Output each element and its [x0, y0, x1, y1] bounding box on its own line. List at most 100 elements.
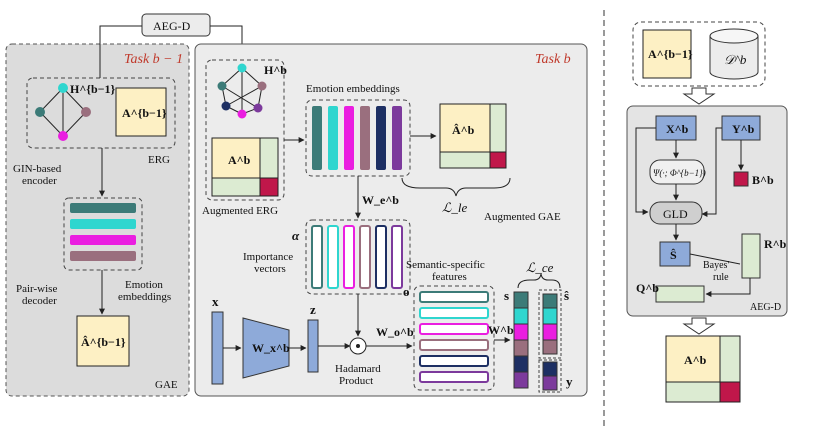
aug-a-corner: [259, 177, 279, 197]
importance-label-2: vectors: [254, 263, 286, 275]
alpha-label: α: [292, 228, 300, 243]
le-brace: [401, 177, 511, 197]
left-a-matrix: [115, 87, 167, 137]
yb-to-gld: [701, 127, 722, 217]
shat-right-label: Ŝ: [670, 248, 677, 262]
left-a-label: A^{b−1}: [122, 106, 167, 120]
z-label: z: [310, 302, 316, 317]
imp-col: [343, 225, 355, 289]
node: [58, 83, 68, 93]
shat-box: [538, 289, 562, 359]
bb-label: B^b: [752, 173, 774, 187]
aug-erg-graph: [217, 63, 267, 119]
y-cell: [542, 361, 558, 377]
s-cell: [513, 355, 529, 373]
hadamard-dot: [356, 344, 360, 348]
o-label: o: [403, 284, 410, 299]
node: [221, 101, 231, 111]
emb-label-2: embeddings: [118, 291, 171, 303]
qb-box: [655, 285, 705, 303]
shat-cell: [542, 339, 558, 355]
encoder-label-1: GIN-based: [13, 163, 62, 175]
s-cell: [513, 291, 529, 309]
right-input-box: [632, 21, 766, 87]
gld-label: GLD: [663, 207, 688, 221]
left-ahat-matrix: [76, 315, 130, 367]
aug-a-core: [211, 137, 261, 179]
imp-col: [375, 225, 387, 289]
s-cell: [513, 323, 529, 341]
node: [237, 63, 247, 73]
shat-right-box: [659, 241, 691, 267]
hadamard-label-1: Hadamard: [335, 363, 381, 375]
bayes-to-q-arrow: [705, 278, 751, 297]
database-top: [709, 28, 759, 44]
we-label: W_e^b: [362, 193, 399, 207]
node: [237, 109, 247, 119]
aug-h-label: H^b: [264, 63, 287, 77]
y-box: [538, 359, 562, 393]
shat-to-bayes: [689, 253, 741, 265]
y-label: y: [566, 374, 573, 389]
psi-label: Ψ(·; Φ^{b−1}): [653, 168, 706, 178]
aeg-top-box: [141, 13, 211, 37]
right-a-matrix: [642, 29, 692, 79]
s-cell: [513, 339, 529, 357]
shat-cell: [542, 323, 558, 341]
hollow-arrow-1: [682, 87, 716, 105]
emb-col: [328, 106, 338, 170]
imp-col: [327, 225, 339, 289]
ahat-core: [439, 103, 491, 153]
emb-label-1: Emotion: [125, 279, 163, 291]
node: [35, 107, 45, 117]
erg-graph: [35, 83, 91, 141]
aegd-label: AEG-D: [750, 302, 781, 313]
s-cell: [513, 307, 529, 325]
decoder-label-1: Pair-wise: [16, 283, 57, 295]
wx-label: W_x^b: [252, 341, 290, 355]
left-task-label: Task b − 1: [124, 52, 183, 67]
hadamard-label-2: Product: [339, 375, 373, 387]
gae-label: GAE: [155, 379, 178, 391]
z-vector: [307, 319, 319, 373]
emb-bar: [70, 219, 136, 229]
feat-bar: [419, 339, 489, 351]
ahat-corner: [489, 151, 507, 169]
emb-bar: [70, 235, 136, 245]
final-a-corner: [719, 381, 741, 403]
emb-col: [344, 106, 354, 170]
x-label: x: [212, 294, 219, 309]
emb-bar: [70, 203, 136, 213]
shat-cell: [542, 293, 558, 309]
final-a-core: [665, 335, 721, 383]
emb-bar: [70, 251, 136, 261]
feat-bar: [419, 371, 489, 383]
x-vector: [211, 311, 224, 385]
ce-brace: [517, 273, 561, 289]
bb-box: [733, 171, 749, 187]
left-emb-box: [63, 197, 143, 271]
node: [58, 131, 68, 141]
emb-col: [376, 106, 386, 170]
qb-label: Q^b: [636, 281, 659, 295]
y-cell: [542, 375, 558, 391]
database-icon: [709, 36, 759, 80]
bayes-label-1: Bayes': [703, 260, 729, 271]
erg-box: [26, 77, 176, 149]
feat-bar: [419, 291, 489, 303]
augmented-gae-label: Augmented GAE: [484, 211, 561, 223]
hollow-arrow-2: [682, 317, 716, 335]
bayes-label-2: rule: [713, 272, 729, 283]
feat-bar: [419, 355, 489, 367]
wo-label: W_o^b: [376, 325, 414, 339]
yb-label: Y^b: [732, 122, 755, 136]
imp-col: [391, 225, 403, 289]
emb-col: [360, 106, 370, 170]
decoder-label-2: decoder: [22, 295, 57, 307]
s-label: s: [504, 288, 509, 303]
augmented-erg-label: Augmented ERG: [202, 205, 278, 217]
final-a-label: A^b: [684, 353, 707, 367]
emb-col: [312, 106, 322, 170]
wx-trapezoid: [242, 317, 290, 379]
